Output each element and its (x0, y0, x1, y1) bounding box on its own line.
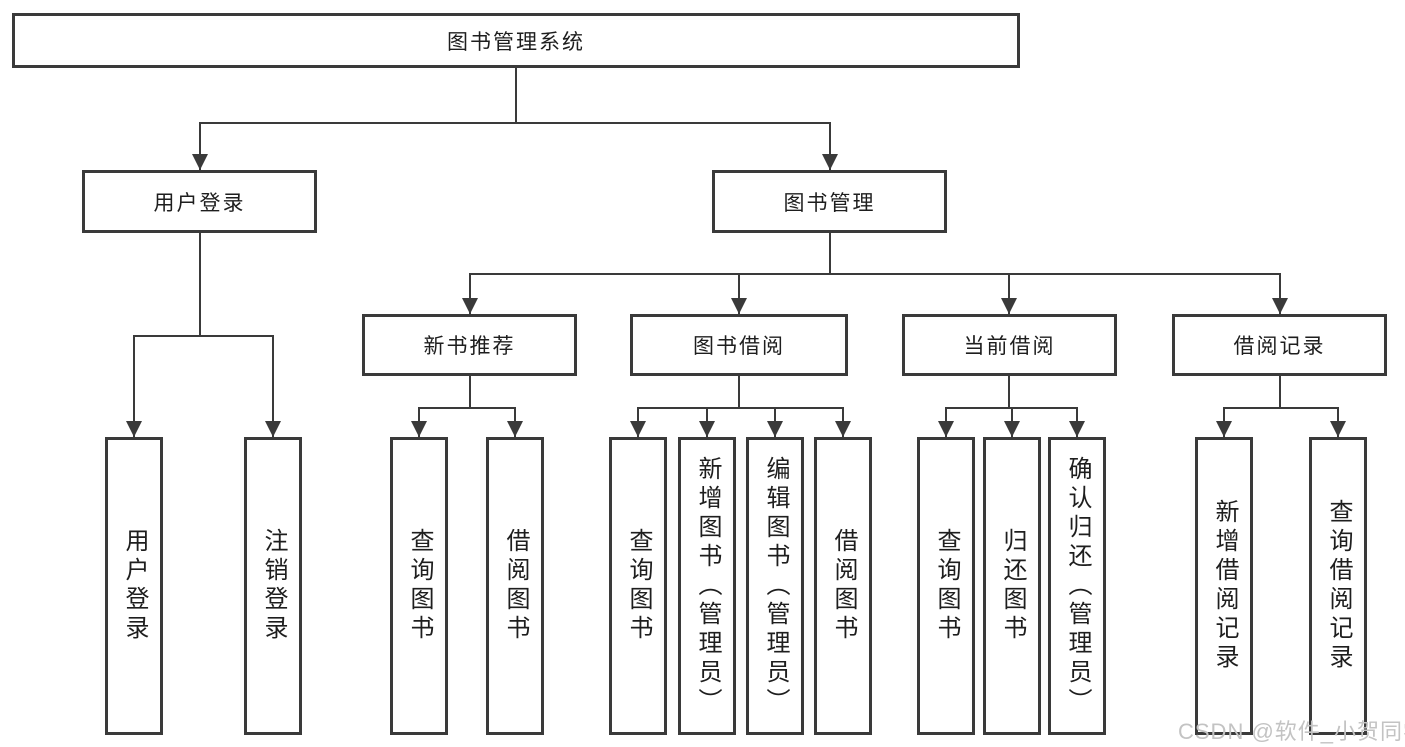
connector-line (738, 376, 740, 407)
connector-line (199, 233, 201, 335)
node-label: 图书管理系统 (447, 30, 585, 54)
connector-line (133, 335, 274, 337)
connector-line (829, 122, 831, 170)
leaf-query-books-1: 查询图书 (390, 437, 448, 735)
connector-line (515, 68, 517, 122)
connector-line (637, 407, 844, 409)
connector-line (469, 376, 471, 407)
arrow-down-icon (411, 421, 427, 437)
connector-line (1279, 376, 1281, 407)
arrow-down-icon (822, 154, 838, 170)
node-label: 借阅记录 (1233, 335, 1326, 358)
leaf-label: 用户登录 (121, 528, 148, 644)
leaf-label: 注销登录 (260, 528, 287, 644)
connector-line (469, 273, 471, 314)
node-book-management-system: 图书管理系统 (12, 13, 1020, 68)
leaf-label: 新增图书（管理员） (694, 455, 721, 717)
node-label: 用户登录 (153, 191, 246, 215)
node-label: 图书借阅 (693, 335, 785, 358)
arrow-down-icon (1069, 421, 1085, 437)
leaf-label: 查询图书 (625, 528, 652, 644)
leaf-label: 归还图书 (999, 528, 1026, 644)
node-book-borrowing: 图书借阅 (630, 314, 848, 376)
leaf-logout: 注销登录 (244, 437, 302, 735)
connector-line (1008, 376, 1010, 407)
leaf-label: 编辑图书（管理员） (762, 455, 789, 717)
leaf-add-book-admin: 新增图书（管理员） (678, 437, 736, 735)
arrow-down-icon (767, 421, 783, 437)
node-new-book-recommend: 新书推荐 (362, 314, 577, 376)
arrow-down-icon (1216, 421, 1232, 437)
connector-line (945, 407, 1078, 409)
arrow-down-icon (1004, 421, 1020, 437)
arrow-down-icon (1330, 421, 1346, 437)
leaf-label: 借阅图书 (502, 528, 529, 644)
arrow-down-icon (731, 298, 747, 314)
leaf-label: 查询图书 (933, 528, 960, 644)
arrow-down-icon (507, 421, 523, 437)
csdn-watermark: CSDN @软件_小贺同学 (1178, 719, 1405, 744)
leaf-label: 借阅图书 (830, 528, 857, 644)
connector-line (199, 122, 201, 170)
node-current-borrowing: 当前借阅 (902, 314, 1117, 376)
connector-line (199, 122, 831, 124)
leaf-edit-book-admin: 编辑图书（管理员） (746, 437, 804, 735)
arrow-down-icon (126, 421, 142, 437)
node-label: 新书推荐 (423, 335, 516, 358)
connector-line (1279, 273, 1281, 314)
node-book-management: 图书管理 (712, 170, 947, 233)
connector-line (829, 233, 831, 273)
arrow-down-icon (835, 421, 851, 437)
connector-line (272, 335, 274, 437)
leaf-borrow-books-2: 借阅图书 (814, 437, 872, 735)
leaf-confirm-return-admin: 确认归还（管理员） (1048, 437, 1106, 735)
leaf-label: 查询借阅记录 (1325, 499, 1352, 673)
leaf-borrow-books-1: 借阅图书 (486, 437, 544, 735)
arrow-down-icon (699, 421, 715, 437)
leaf-query-borrow-record: 查询借阅记录 (1309, 437, 1367, 735)
node-label: 当前借阅 (963, 335, 1056, 358)
connector-line (469, 273, 1281, 275)
arrow-down-icon (938, 421, 954, 437)
connector-line (1008, 273, 1010, 314)
leaf-return-book: 归还图书 (983, 437, 1041, 735)
leaf-label: 确认归还（管理员） (1064, 455, 1091, 717)
arrow-down-icon (630, 421, 646, 437)
leaf-add-borrow-record: 新增借阅记录 (1195, 437, 1253, 735)
connector-line (418, 407, 516, 409)
node-user-login: 用户登录 (82, 170, 317, 233)
leaf-query-books-2: 查询图书 (609, 437, 667, 735)
node-label: 图书管理 (783, 191, 876, 215)
leaf-label: 新增借阅记录 (1211, 499, 1238, 673)
leaf-label: 查询图书 (406, 528, 433, 644)
arrow-down-icon (265, 421, 281, 437)
arrow-down-icon (1272, 298, 1288, 314)
arrow-down-icon (462, 298, 478, 314)
leaf-user-login: 用户登录 (105, 437, 163, 735)
connector-line (738, 273, 740, 314)
arrow-down-icon (1001, 298, 1017, 314)
connector-line (133, 335, 135, 437)
leaf-query-books-3: 查询图书 (917, 437, 975, 735)
arrow-down-icon (192, 154, 208, 170)
node-borrowing-records: 借阅记录 (1172, 314, 1387, 376)
connector-line (1223, 407, 1339, 409)
